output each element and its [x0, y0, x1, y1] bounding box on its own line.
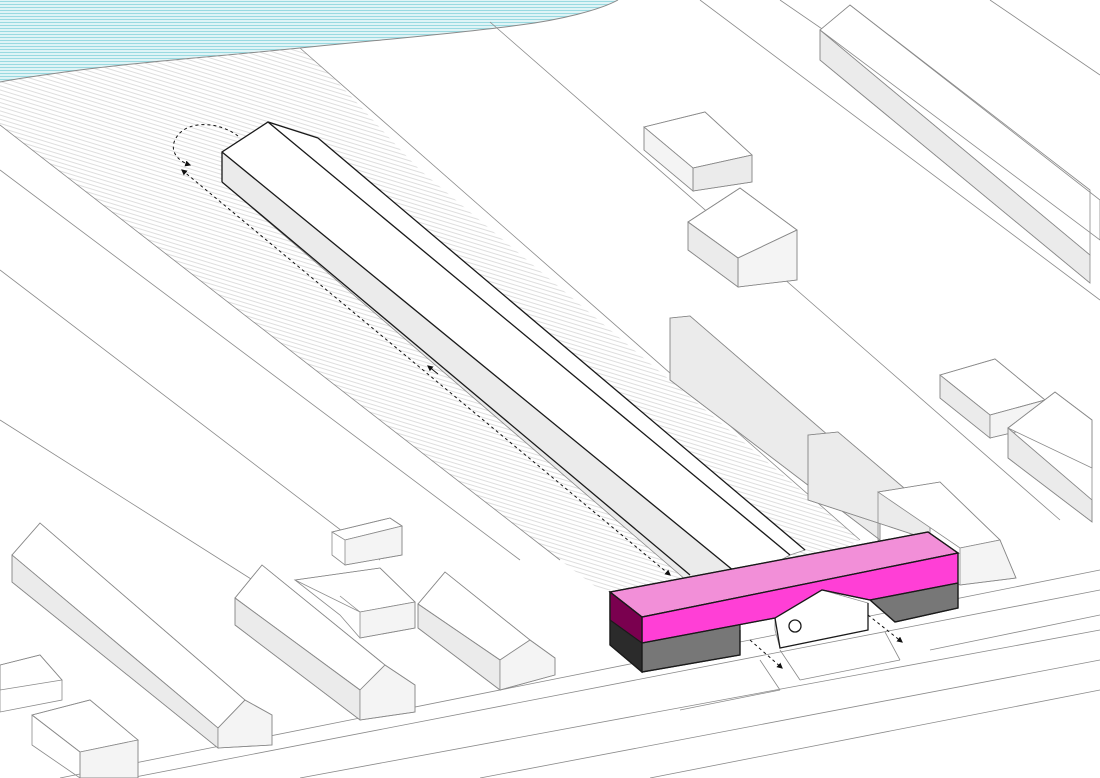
building-gable-south-1	[234, 564, 416, 721]
building-gable-south-2	[417, 571, 556, 691]
building-box-southwest-2	[31, 699, 139, 778]
circulation-arrows	[172, 124, 903, 669]
building-box-southwest-1	[0, 654, 63, 713]
building-gable-east	[1007, 391, 1093, 523]
double-headed-arrow-icon	[181, 169, 671, 576]
round-window	[788, 619, 802, 633]
building-box-south	[293, 567, 416, 639]
magenta-bar-building	[608, 531, 960, 674]
building-box-north	[643, 111, 753, 192]
building-small-southwest	[330, 517, 403, 566]
building-box-east	[939, 358, 1046, 439]
shed-side-wall	[221, 151, 746, 593]
arrow-under-bar-left	[749, 639, 783, 669]
arrow-under-bar-right	[867, 614, 903, 643]
arrow-mid-marker	[427, 365, 439, 375]
circular-arrow-icon	[172, 124, 239, 167]
building-long-southwest	[11, 522, 273, 749]
building-east-annex	[876, 481, 1017, 586]
building-long-northeast	[819, 4, 1100, 284]
surrounding-buildings	[0, 4, 1100, 778]
building-gable-north	[687, 187, 798, 288]
